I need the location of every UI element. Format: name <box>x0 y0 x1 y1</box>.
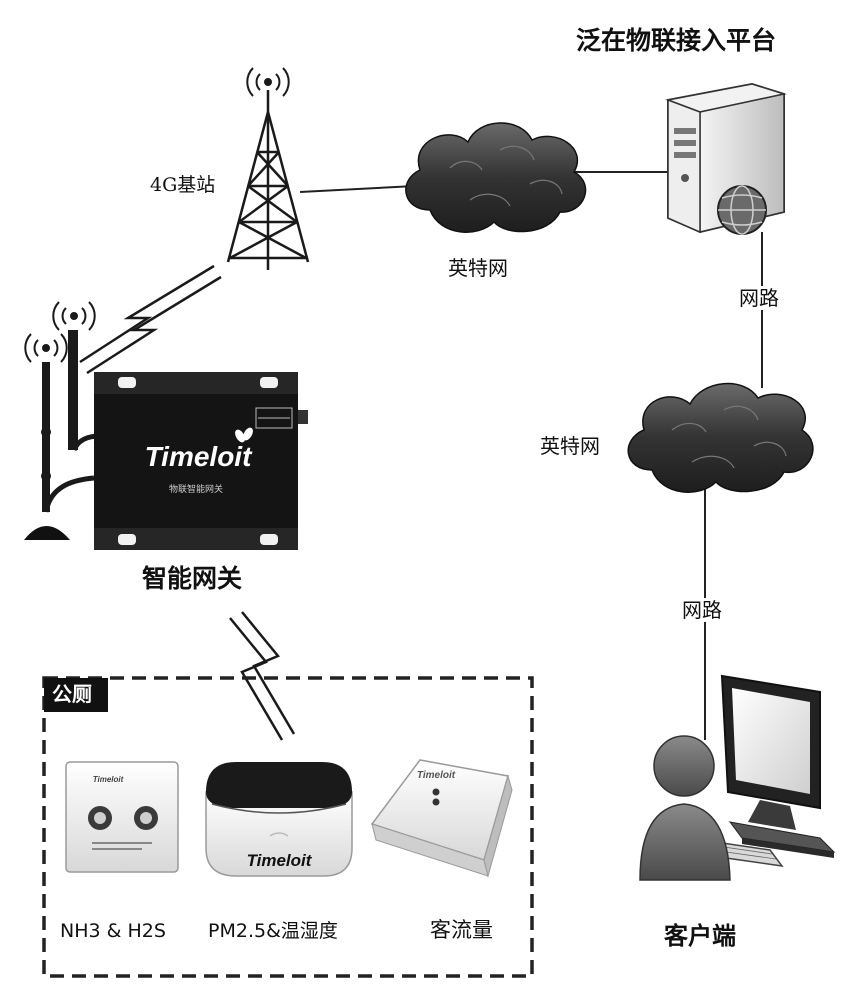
wireless-signal-icon <box>79 264 222 375</box>
sensor-label-pm25: PM2.5&温湿度 <box>208 920 338 942</box>
gateway-caption-text: 物联智能网关 <box>169 483 223 495</box>
network-top-label: 网路 <box>735 286 783 310</box>
sensor-label-nh3-h2s: NH3 & H2S <box>60 920 166 942</box>
radio-waves-icon <box>246 67 290 97</box>
sensor-brand-text: Timeloit <box>417 770 456 781</box>
leaf-logo-icon <box>235 427 253 443</box>
wireless-signal-icon <box>229 611 296 741</box>
toilet-group-frame <box>42 676 534 978</box>
toilet-group-title-bg <box>44 678 108 712</box>
link-tower-internet <box>299 185 416 193</box>
internet-top-label: 英特网 <box>448 256 508 280</box>
cloud-icon <box>627 382 814 493</box>
pm25-sensor: Timeloit <box>205 762 353 877</box>
platform-label: 泛在物联接入平台 <box>576 26 777 55</box>
sensor-brand-text: Timeloit <box>247 851 313 870</box>
gateway-label: 智能网关 <box>142 564 243 593</box>
gateway-brand-text: Timeloit <box>145 441 254 472</box>
network-bottom-label: 网路 <box>678 598 726 622</box>
server-icon <box>665 82 787 235</box>
cloud-icon <box>405 122 587 233</box>
cell-tower-icon <box>226 67 310 270</box>
globe-icon <box>717 185 767 235</box>
sensor-label-passenger-flow: 客流量 <box>430 918 493 942</box>
gateway-device: Timeloit 物联智能网关 <box>94 372 308 550</box>
user-avatar-icon <box>639 735 731 881</box>
toilet-group-title: 公厕 <box>52 682 92 706</box>
internet-right-label: 英特网 <box>540 434 600 458</box>
sensor-brand-text: Timeloit <box>93 775 124 784</box>
antenna-icon <box>24 301 101 540</box>
base-station-label: 4G基站 <box>150 174 216 196</box>
client-label: 客户端 <box>664 922 736 950</box>
nh3-h2s-sensor: Timeloit <box>65 761 179 873</box>
passenger-flow-sensor: Timeloit <box>370 759 513 878</box>
